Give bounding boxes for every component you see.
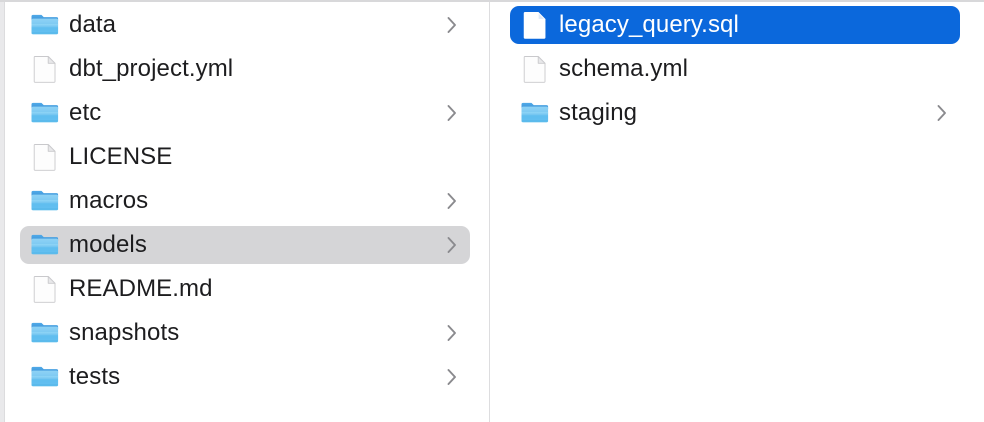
file-row-label: schema.yml [559,55,689,82]
chevron-right-icon [936,104,948,122]
file-row-label: dbt_project.yml [69,55,234,82]
file-row[interactable]: dbt_project.yml [20,50,470,88]
file-row[interactable]: README.md [20,270,470,308]
file-row[interactable]: tests [20,358,470,396]
file-row-label: tests [69,363,121,390]
document-icon [30,142,60,172]
models-directory-column: legacy_query.sql schema.yml staging [490,2,979,422]
window-right-gutter [979,2,984,422]
file-row-label: models [69,231,147,258]
file-row-label: README.md [69,275,213,302]
window-left-gutter [0,2,5,422]
document-icon [520,54,550,84]
file-row[interactable]: data [20,6,470,44]
file-row-label: legacy_query.sql [559,11,739,38]
folder-icon [30,318,60,348]
chevron-right-icon [446,16,458,34]
file-row-label: snapshots [69,319,180,346]
folder-icon [30,98,60,128]
document-icon [30,274,60,304]
document-icon [30,54,60,84]
file-row[interactable]: LICENSE [20,138,470,176]
file-row[interactable]: etc [20,94,470,132]
chevron-right-icon [446,236,458,254]
folder-icon [30,10,60,40]
file-row-label: LICENSE [69,143,173,170]
file-row-label: data [69,11,117,38]
chevron-right-icon [446,104,458,122]
file-row[interactable]: legacy_query.sql [510,6,960,44]
folder-icon [30,362,60,392]
file-row-label: macros [69,187,149,214]
window-left-border [4,2,5,422]
file-row-label: etc [69,99,102,126]
file-row[interactable]: snapshots [20,314,470,352]
folder-icon [30,186,60,216]
file-row[interactable]: models [20,226,470,264]
chevron-right-icon [446,368,458,386]
file-row[interactable]: macros [20,182,470,220]
folder-icon [30,230,60,260]
window-top-border [0,0,984,2]
document-icon [520,10,550,40]
chevron-right-icon [446,192,458,210]
column-divider [489,2,490,422]
file-row[interactable]: staging [510,94,960,132]
chevron-right-icon [446,324,458,342]
folder-icon [520,98,550,128]
file-row[interactable]: schema.yml [510,50,960,88]
file-row-label: staging [559,99,638,126]
